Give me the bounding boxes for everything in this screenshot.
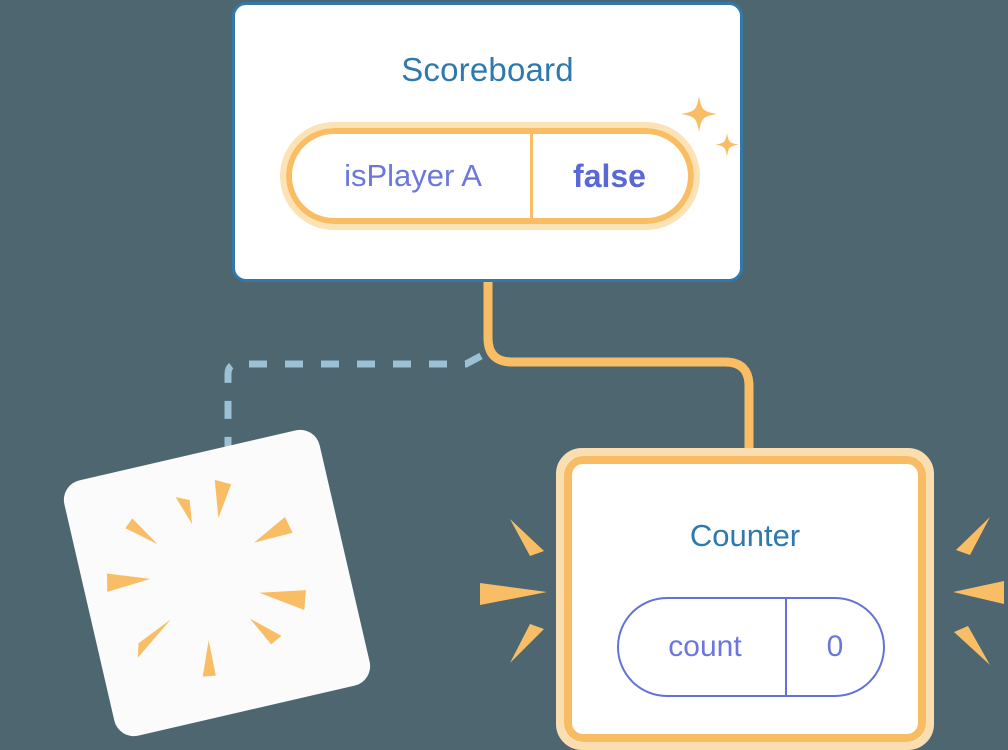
connector-scoreboard-to-counter [483,277,754,467]
scoreboard-state-pill[interactable]: isPlayer A false [280,122,700,230]
burst-card[interactable] [59,425,375,741]
burst-ray-group [107,479,306,677]
ray-icon [175,497,193,525]
ray-icon [125,518,158,545]
ray-icon [253,517,293,543]
scoreboard-title: Scoreboard [401,51,574,88]
ray-icon [510,519,544,556]
ray-icon [954,626,990,665]
counter-state-key: count [668,630,742,663]
ray-icon [107,573,151,592]
counter-title: Counter [689,518,801,553]
ray-icon [259,590,306,611]
scoreboard-state-value: false [573,157,646,194]
scoreboard-card[interactable]: Scoreboard isPlayer A false [232,2,743,282]
ray-icon [137,619,171,658]
counter-card[interactable]: Counter count 0 [556,448,934,750]
scoreboard-state-key: isPlayer A [344,158,482,193]
scoreboard-pill-divider [530,134,533,218]
counter-pill-divider [785,599,787,695]
ray-icon [953,581,1004,604]
counter-state-pill[interactable]: count 0 [617,597,885,697]
counter-left-rays [480,519,547,663]
ray-icon [480,583,547,605]
counter-right-rays [953,517,1004,665]
ray-icon [956,517,990,555]
ray-icon [510,624,544,663]
ray-icon [202,640,216,677]
ray-icon [249,618,282,645]
counter-state-value: 0 [826,630,844,663]
ray-icon [214,479,232,519]
